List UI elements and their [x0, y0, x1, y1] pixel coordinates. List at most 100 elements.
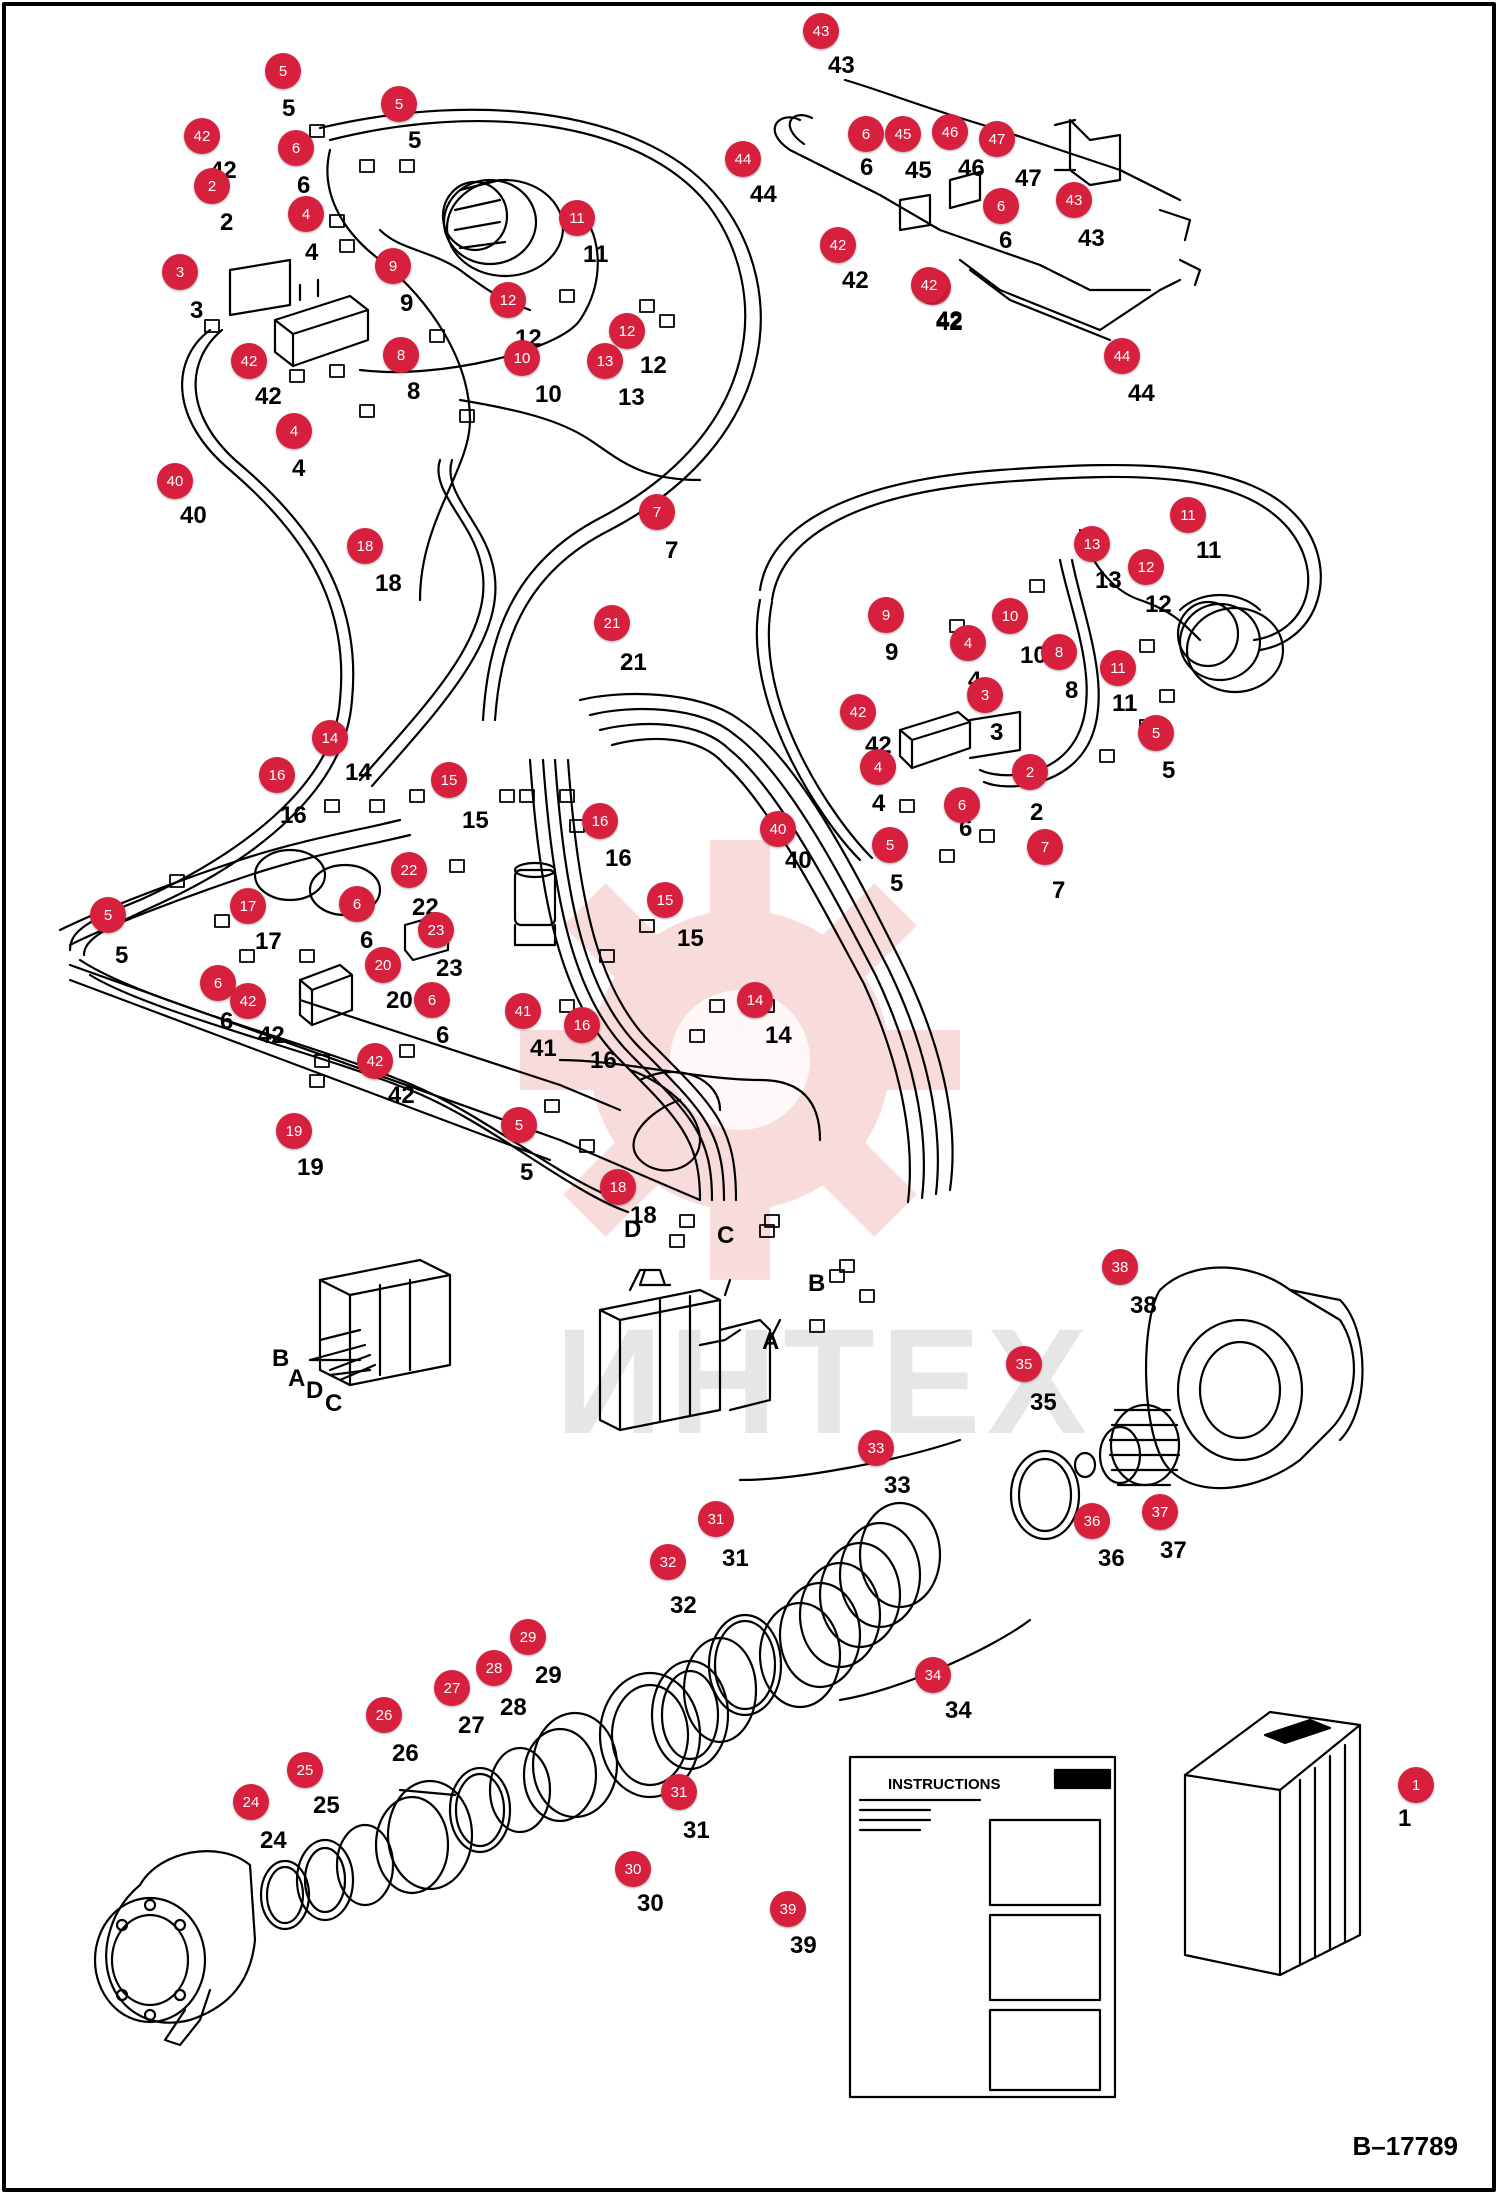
part-number-label: 31 [722, 1545, 749, 1572]
part-number-label: 21 [620, 649, 647, 676]
callout-badge[interactable]: 6 [983, 188, 1019, 224]
part-number-label: 6 [860, 154, 873, 181]
callout-badge[interactable]: 32 [650, 1544, 686, 1580]
callout-badge[interactable]: 3 [162, 254, 198, 290]
callout-badge[interactable]: 18 [600, 1169, 636, 1205]
callout-badge[interactable]: 10 [504, 340, 540, 376]
callout-badge[interactable]: 19 [276, 1113, 312, 1149]
callout-badge[interactable]: 22 [391, 852, 427, 888]
callout-badge[interactable]: 41 [505, 993, 541, 1029]
callout-badge[interactable]: 6 [339, 886, 375, 922]
callout-badge[interactable]: 20 [365, 947, 401, 983]
callout-badge[interactable]: 42 [911, 267, 947, 303]
callout-badge[interactable]: 8 [1041, 634, 1077, 670]
callout-badge[interactable]: 14 [737, 982, 773, 1018]
callout-badge[interactable]: 16 [564, 1007, 600, 1043]
callout-badge[interactable]: 33 [858, 1430, 894, 1466]
callout-badge[interactable]: 6 [414, 982, 450, 1018]
callout-badge[interactable]: 9 [868, 597, 904, 633]
callout-badge[interactable]: 29 [510, 1619, 546, 1655]
callout-badge[interactable]: 5 [1138, 715, 1174, 751]
callout-badge[interactable]: 24 [233, 1784, 269, 1820]
callout-badge[interactable]: 11 [1100, 650, 1136, 686]
callout-badge[interactable]: 44 [725, 141, 761, 177]
port-letter-d: D [624, 1216, 642, 1243]
callout-badge[interactable]: 37 [1142, 1494, 1178, 1530]
callout-badge[interactable]: 42 [230, 983, 266, 1019]
part-number-label: 4 [292, 455, 306, 482]
part-number-label: 39 [790, 1932, 817, 1959]
callout-badge[interactable]: 6 [278, 130, 314, 166]
part-number-label: 42 [258, 1022, 285, 1049]
callout-badge[interactable]: 25 [287, 1752, 323, 1788]
callout-badge[interactable]: 31 [661, 1774, 697, 1810]
callout-badge[interactable]: 34 [915, 1657, 951, 1693]
callout-badge[interactable]: 26 [366, 1697, 402, 1733]
callout-badge[interactable]: 12 [490, 282, 526, 318]
part-number-label: 47 [1015, 165, 1042, 192]
callout-badge[interactable]: 5 [265, 53, 301, 89]
callout-badge[interactable]: 4 [860, 749, 896, 785]
callout-badge[interactable]: 47 [979, 121, 1015, 157]
callout-badge[interactable]: 28 [476, 1650, 512, 1686]
part-number-label: 40 [180, 502, 207, 529]
callout-badge[interactable]: 10 [992, 598, 1028, 634]
callout-badge[interactable]: 39 [770, 1891, 806, 1927]
callout-badge[interactable]: 16 [259, 757, 295, 793]
callout-badge[interactable]: 2 [194, 168, 230, 204]
callout-badge[interactable]: 38 [1102, 1249, 1138, 1285]
callout-badge[interactable]: 4 [276, 413, 312, 449]
callout-badge[interactable]: 4 [288, 196, 324, 232]
part-number-label: 42 [388, 1082, 415, 1109]
part-number-label: 9 [885, 639, 898, 666]
callout-badge[interactable]: 45 [885, 116, 921, 152]
callout-badge[interactable]: 4 [950, 625, 986, 661]
callout-badge[interactable]: 44 [1104, 338, 1140, 374]
callout-badge[interactable]: 15 [647, 882, 683, 918]
callout-badge[interactable]: 8 [383, 337, 419, 373]
callout-badge[interactable]: 7 [639, 494, 675, 530]
callout-badge[interactable]: 2 [1012, 754, 1048, 790]
callout-badge[interactable]: 40 [760, 811, 796, 847]
part-number-label: 6 [360, 927, 373, 954]
callout-badge[interactable]: 30 [615, 1851, 651, 1887]
callout-badge[interactable]: 9 [375, 248, 411, 284]
callout-badge[interactable]: 6 [944, 787, 980, 823]
part-number-label: 11 [1112, 690, 1137, 717]
callout-badge[interactable]: 16 [582, 803, 618, 839]
callout-badge[interactable]: 17 [230, 888, 266, 924]
callout-badge[interactable]: 12 [609, 313, 645, 349]
callout-badge[interactable]: 13 [587, 343, 623, 379]
callout-badge[interactable]: 6 [848, 116, 884, 152]
callout-badge[interactable]: 42 [231, 343, 267, 379]
callout-badge[interactable]: 15 [431, 762, 467, 798]
callout-badge[interactable]: 36 [1074, 1503, 1110, 1539]
callout-badge[interactable]: 18 [347, 528, 383, 564]
callout-badge[interactable]: 5 [501, 1107, 537, 1143]
callout-badge[interactable]: 42 [357, 1043, 393, 1079]
callout-badge[interactable]: 43 [1056, 182, 1092, 218]
callout-badge[interactable]: 11 [559, 200, 595, 236]
callout-badge[interactable]: 21 [594, 605, 630, 641]
callout-badge[interactable]: 1 [1398, 1767, 1434, 1803]
callout-badge[interactable]: 5 [90, 897, 126, 933]
callout-badge[interactable]: 27 [434, 1670, 470, 1706]
callout-badge[interactable]: 3 [967, 677, 1003, 713]
callout-badge[interactable]: 5 [381, 86, 417, 122]
callout-badge[interactable]: 13 [1074, 526, 1110, 562]
callout-badge[interactable]: 43 [803, 13, 839, 49]
callout-badge[interactable]: 42 [820, 227, 856, 263]
callout-badge[interactable]: 35 [1006, 1346, 1042, 1382]
callout-badge[interactable]: 40 [157, 463, 193, 499]
callout-badge[interactable]: 11 [1170, 497, 1206, 533]
callout-badge[interactable]: 42 [184, 118, 220, 154]
callout-badge[interactable]: 5 [872, 827, 908, 863]
callout-badge[interactable]: 46 [932, 114, 968, 150]
callout-badge[interactable]: 14 [312, 720, 348, 756]
part-number-label: 16 [605, 845, 632, 872]
callout-badge[interactable]: 23 [418, 912, 454, 948]
callout-badge[interactable]: 31 [698, 1501, 734, 1537]
callout-badge[interactable]: 7 [1027, 829, 1063, 865]
callout-badge[interactable]: 42 [840, 694, 876, 730]
callout-badge[interactable]: 12 [1128, 549, 1164, 585]
